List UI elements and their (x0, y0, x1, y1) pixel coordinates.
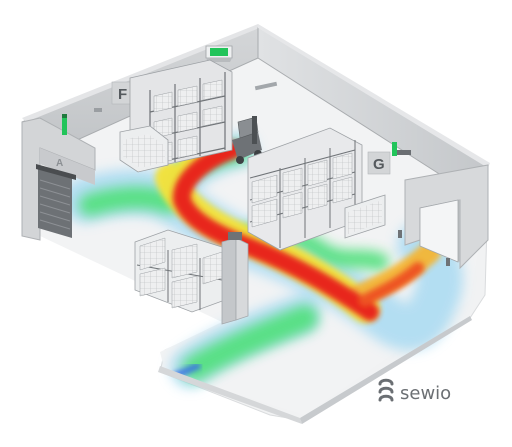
forklift-icon (232, 116, 262, 164)
zone-f-marker: F (111, 81, 135, 105)
left-side-wall (21, 117, 96, 241)
sewio-logo: sewio (378, 378, 451, 404)
sewio-logo-icon (378, 378, 394, 402)
dock-door-right[interactable] (419, 199, 459, 263)
zone-label-g: G (373, 156, 385, 173)
green-sign-right (392, 142, 411, 156)
heatmap-overlay (62, 133, 463, 388)
bollards (398, 230, 450, 266)
green-sign-left (62, 114, 67, 135)
rack-cluster-g (247, 127, 386, 251)
zone-label-f: F (118, 86, 127, 103)
wall-sign-back (254, 81, 278, 91)
rack-cluster-front (134, 229, 226, 313)
zone-label-a: A (56, 158, 63, 169)
brand-name: sewio (400, 383, 451, 404)
rack-cluster-f (119, 59, 233, 173)
floor-edge (158, 316, 472, 424)
center-pillar (221, 232, 249, 325)
wall-plate (94, 108, 102, 112)
beacon-top (205, 45, 233, 62)
zone-g-marker: G (367, 151, 391, 175)
dock-door-a[interactable] (36, 164, 76, 238)
pillar-sensor (228, 232, 242, 240)
